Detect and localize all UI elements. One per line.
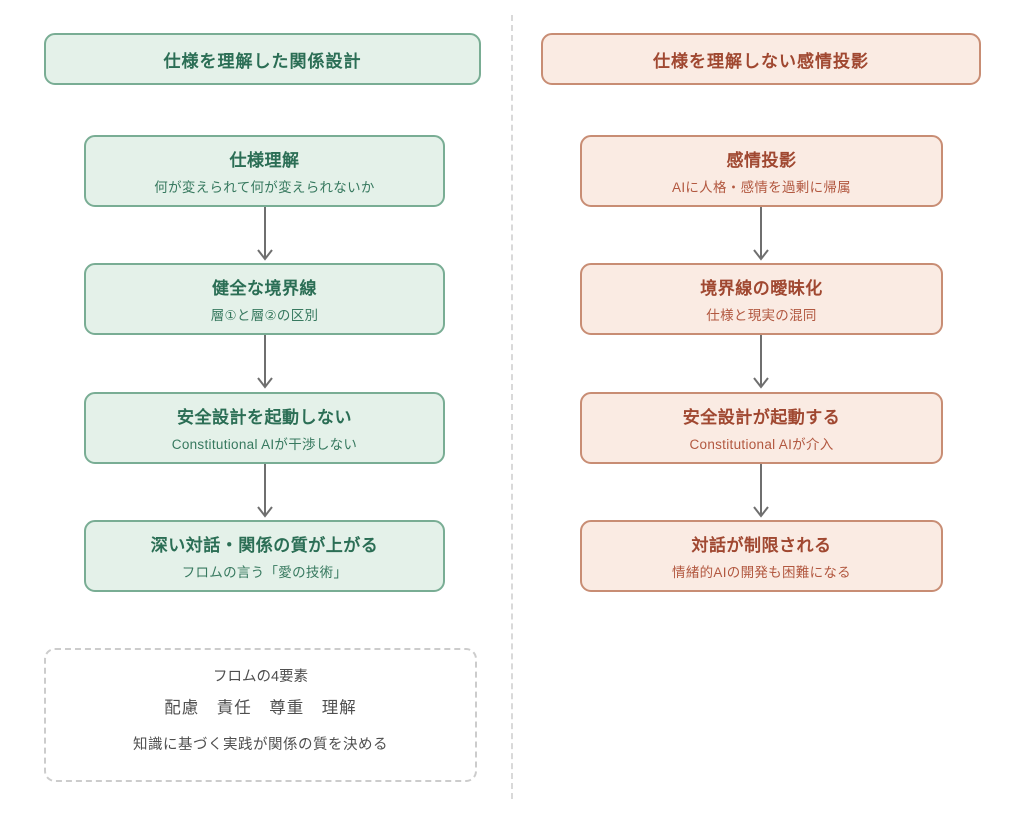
down-arrow-icon: [257, 207, 273, 261]
down-arrow-icon: [257, 335, 273, 389]
step-subtitle: 情緒的AIの開発も困難になる: [672, 565, 851, 580]
right-step-blurred-boundary: 境界線の曖昧化 仕様と現実の混同: [580, 263, 943, 335]
fromm-elements-note: フロムの4要素 配慮 責任 尊重 理解 知識に基づく実践が関係の質を決める: [44, 648, 477, 782]
step-subtitle: AIに人格・感情を過剰に帰属: [672, 180, 851, 195]
step-subtitle: Constitutional AIが干渉しない: [171, 437, 358, 452]
note-elements: 配慮 責任 尊重 理解: [164, 699, 357, 717]
step-title: 健全な境界線: [212, 279, 317, 298]
step-title: 感情投影: [726, 151, 797, 170]
column-divider: [511, 15, 513, 799]
left-column-header-label: 仕様を理解した関係設計: [163, 51, 362, 71]
step-subtitle: フロムの言う「愛の技術」: [181, 565, 348, 580]
left-step-healthy-boundary: 健全な境界線 層①と層②の区別: [84, 263, 445, 335]
step-title: 深い対話・関係の質が上がる: [150, 536, 379, 555]
step-subtitle: 何が変えられて何が変えられないか: [154, 180, 375, 195]
left-column-header: 仕様を理解した関係設計: [44, 33, 481, 85]
left-step-deep-dialogue: 深い対話・関係の質が上がる フロムの言う「愛の技術」: [84, 520, 445, 592]
note-conclusion: 知識に基づく実践が関係の質を決める: [133, 737, 388, 753]
down-arrow-icon: [753, 464, 769, 518]
left-step-no-safety-trigger: 安全設計を起動しない Constitutional AIが干渉しない: [84, 392, 445, 464]
step-title: 境界線の曖昧化: [700, 279, 823, 298]
note-title: フロムの4要素: [212, 669, 309, 685]
step-title: 安全設計が起動する: [682, 408, 841, 427]
right-column-header-label: 仕様を理解しない感情投影: [653, 51, 869, 71]
down-arrow-icon: [753, 335, 769, 389]
down-arrow-icon: [753, 207, 769, 261]
left-step-spec-understanding: 仕様理解 何が変えられて何が変えられないか: [84, 135, 445, 207]
step-title: 安全設計を起動しない: [177, 408, 352, 427]
step-title: 仕様理解: [229, 151, 300, 170]
right-step-safety-triggers: 安全設計が起動する Constitutional AIが介入: [580, 392, 943, 464]
step-subtitle: 層①と層②の区別: [210, 308, 319, 323]
right-step-emotional-projection: 感情投影 AIに人格・感情を過剰に帰属: [580, 135, 943, 207]
step-subtitle: 仕様と現実の混同: [706, 308, 817, 323]
down-arrow-icon: [257, 464, 273, 518]
step-title: 対話が制限される: [691, 536, 832, 555]
step-subtitle: Constitutional AIが介入: [689, 437, 834, 452]
right-step-dialogue-restricted: 対話が制限される 情緒的AIの開発も困難になる: [580, 520, 943, 592]
right-column-header: 仕様を理解しない感情投影: [541, 33, 981, 85]
